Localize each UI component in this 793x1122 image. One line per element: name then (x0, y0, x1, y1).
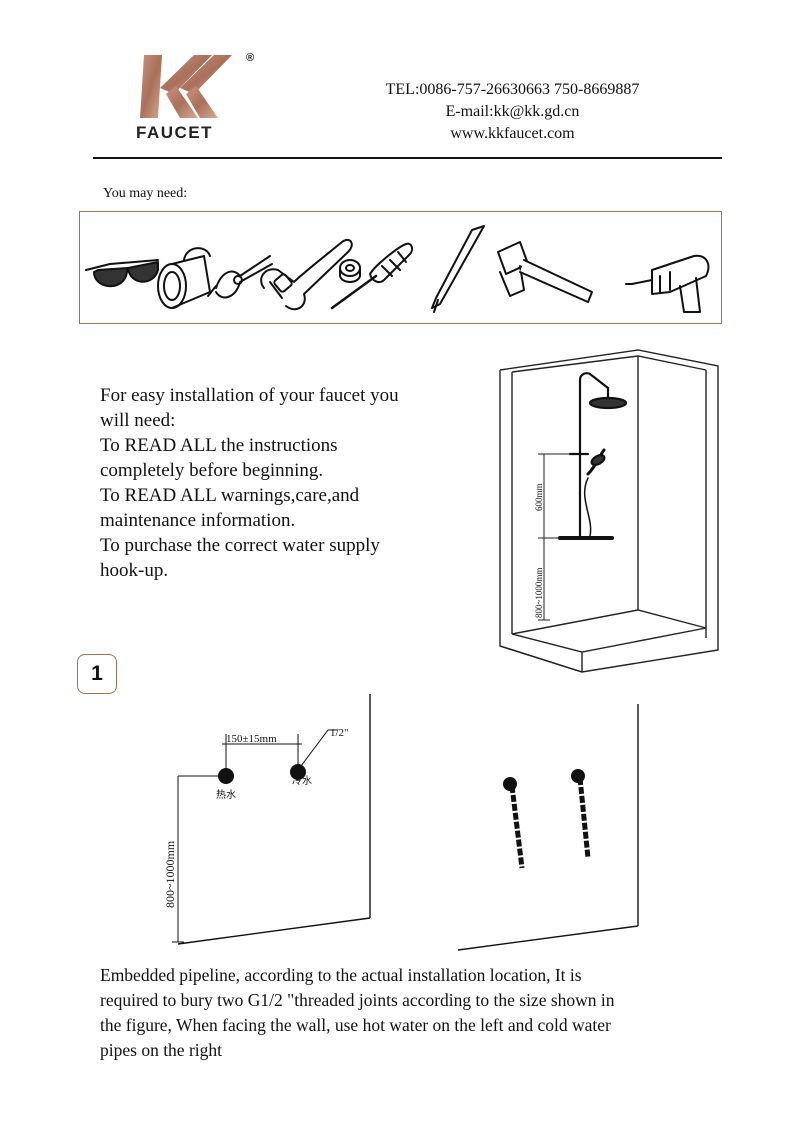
intro-line: maintenance information. (100, 510, 296, 531)
thread-size-label: 1/2" (330, 727, 349, 739)
header-divider (93, 157, 722, 159)
email-address: E-mail:kk@kk.gd.cn (445, 103, 580, 120)
hot-water-outlet-icon (218, 768, 234, 784)
hammer-icon (497, 241, 593, 303)
dimension-600: 600mm (534, 483, 544, 511)
adjustable-wrench-icon (260, 238, 353, 311)
phone-numbers: TEL:0086-757-26630663 750-8669887 (385, 81, 640, 98)
shower-set-icon (558, 372, 628, 540)
tools-illustration (85, 225, 710, 313)
pipe-embedding-diagram (457, 704, 639, 951)
step-description: Embedded pipeline, according to the actu… (100, 963, 720, 1063)
drill-icon (625, 254, 710, 313)
intro-line: hook-up. (100, 560, 169, 581)
embedded-pipe-cold-icon (571, 769, 591, 859)
spacing-label: 150±15mm (226, 733, 277, 745)
dimension-800-1000: 800~1000mm (534, 568, 544, 618)
step-number-badge: 1 (77, 654, 117, 694)
pliers-icon (207, 255, 273, 299)
tools-panel (79, 211, 722, 324)
flashlight-icon (157, 247, 211, 309)
description-line: Embedded pipeline, according to the actu… (100, 965, 582, 985)
description-line: the figure, When facing the wall, use ho… (100, 1015, 611, 1035)
shower-diagram: 600mm 800~1000mm (499, 349, 719, 673)
description-line: pipes on the right (100, 1040, 222, 1060)
kk-logo (140, 55, 232, 118)
logo-wordmark: FAUCET (136, 123, 213, 142)
tape-icon (339, 259, 361, 283)
wall-layout-diagram: 150±15mm 1/2" 热水 冷水 800~1000mm (163, 694, 371, 945)
safety-glasses-icon (85, 259, 159, 287)
intro-line: completely before beginning. (100, 460, 324, 481)
intro-line: For easy installation of your faucet you (100, 385, 399, 406)
intro-line: To READ ALL warnings,care,and (100, 485, 360, 506)
website-link[interactable]: www.kkfaucet.com (450, 125, 575, 142)
screwdriver-icon (330, 242, 414, 310)
chisel-icon (431, 225, 485, 313)
embedded-pipe-hot-icon (503, 777, 525, 869)
tools-heading: You may need: (103, 186, 188, 201)
hot-water-label: 热水 (216, 788, 236, 801)
contact-block: TEL:0086-757-26630663 750-8669887 E-mail… (340, 79, 685, 145)
cold-water-outlet-icon (290, 764, 306, 780)
registered-mark: ® (246, 52, 255, 64)
height-label: 800~1000mm (163, 840, 177, 908)
cold-water-label: 冷水 (292, 774, 312, 787)
intro-line: will need: (100, 410, 176, 431)
intro-line: To purchase the correct water supply (100, 535, 380, 556)
description-line: required to bury two G1/2 "threaded join… (100, 990, 615, 1010)
intro-text: For easy installation of your faucet you… (100, 383, 460, 583)
intro-line: To READ ALL the instructions (100, 435, 338, 456)
